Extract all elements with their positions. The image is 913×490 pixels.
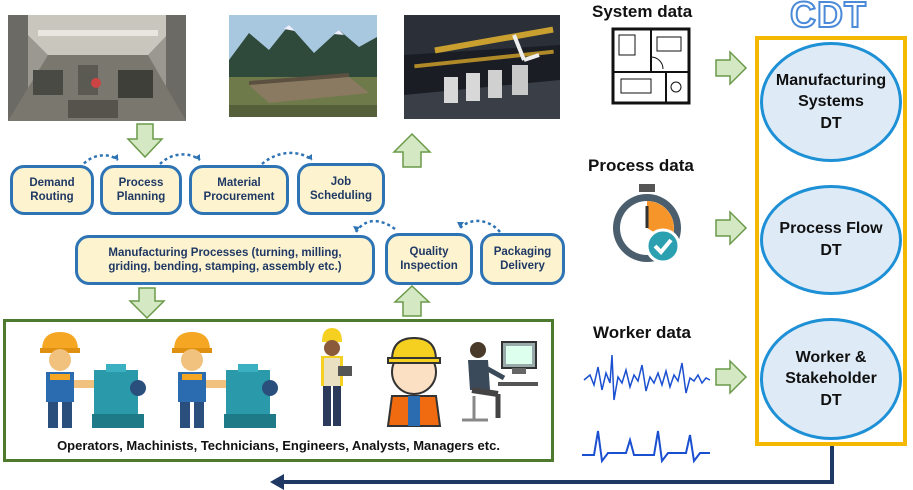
stopwatch-check-icon [613,184,681,264]
process-data-label: Process data [588,156,694,175]
manufacturing-processes-box: Manufacturing Processes (turning, millin… [75,235,375,285]
cdt-frame [755,36,907,446]
demand-routing-box: Demand Routing [10,165,94,215]
up-arrow-to-virtual-photos [392,132,432,168]
worker-data-label: Worker data [593,323,691,342]
engineer-icon [321,328,352,426]
manufacturing-systems-dt: Manufacturing Systems DT [760,42,902,162]
workers-caption: Operators, Machinists, Technicians, Engi… [57,438,500,453]
signal-wave-icon [582,354,711,464]
dotted-arrow-procurement-to-scheduling [261,151,313,165]
quality-inspection-box: Quality Inspection [385,233,473,285]
up-arrow-workers-to-inspection [393,284,431,317]
process-planning-box: Process Planning [100,165,182,215]
analyst-computer-icon [462,341,538,422]
workers-panel: Operators, Machinists, Technicians, Engi… [3,319,554,462]
right-arrow-system-data [715,50,748,86]
floor-plan-icon [611,27,691,105]
down-arrow-photo-to-processes [126,123,164,159]
system-data-label: System data [592,2,693,21]
hardhat-worker-icon [386,336,442,427]
digital-factory-render [404,15,560,119]
process-flow-dt: Process Flow DT [760,185,902,295]
worker-stakeholder-dt: Worker & Stakeholder DT [760,318,902,440]
right-arrow-worker-data [715,359,748,395]
factory-floor-photo [8,15,186,121]
cdt-title: CDT [789,0,867,36]
right-arrow-process-data [715,210,748,246]
machinist-icon [172,332,278,428]
dotted-arrow-packaging-to-inspection [459,219,501,233]
feedback-arrow-cdt-to-workers [282,445,834,484]
down-arrow-to-workers [128,287,166,320]
machinist-icon [40,332,146,428]
dotted-arrow-inspection-to-processes [354,219,396,233]
virtual-plant-render [229,15,377,117]
packaging-delivery-box: Packaging Delivery [480,233,565,285]
dotted-arrow-planning-to-procurement [159,153,201,165]
job-scheduling-box: Job Scheduling [297,163,385,215]
material-procurement-box: Material Procurement [189,165,289,215]
